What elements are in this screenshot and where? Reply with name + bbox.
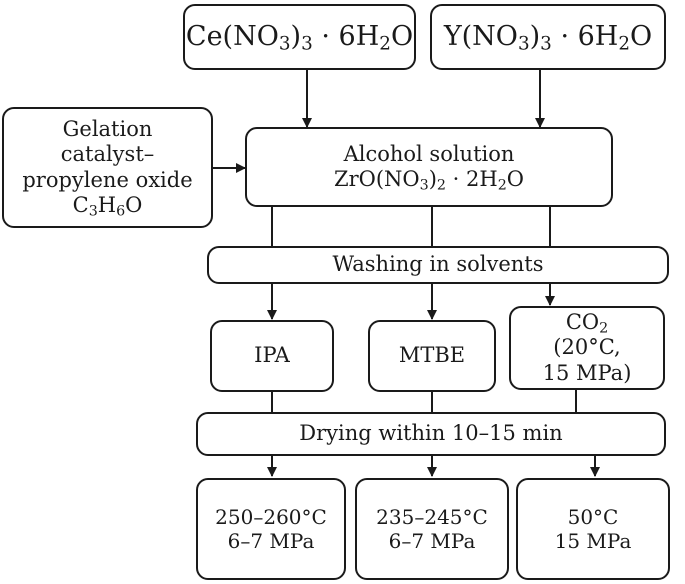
condition-2-temp: 235–245°C <box>376 505 488 529</box>
condition-1-pressure: 6–7 MPa <box>227 529 315 553</box>
yttrium-nitrate-formula: Y(NO3)3 · 6H2O <box>443 20 653 55</box>
co2-line-2: (20°C, <box>553 335 621 360</box>
catalyst-formula: C3H6O <box>72 192 143 220</box>
drying-box: Drying within 10–15 min <box>196 412 666 456</box>
co2-line-3: 15 MPa) <box>542 360 632 385</box>
catalyst-line-2: catalyst– <box>60 142 155 167</box>
washing-box: Washing in solvents <box>207 246 669 284</box>
co2-formula: CO2 <box>565 310 609 337</box>
condition-box-3: 50°C 15 MPa <box>516 478 670 580</box>
mtbe-label: MTBE <box>398 343 466 368</box>
mtbe-box: MTBE <box>368 320 496 392</box>
washing-label: Washing in solvents <box>332 252 544 277</box>
condition-2-pressure: 6–7 MPa <box>388 529 476 553</box>
alcohol-solution-label: Alcohol solution <box>343 141 515 166</box>
condition-1-temp: 250–260°C <box>215 505 327 529</box>
condition-box-2: 235–245°C 6–7 MPa <box>355 478 509 580</box>
drying-label: Drying within 10–15 min <box>299 421 563 446</box>
yttrium-nitrate-box: Y(NO3)3 · 6H2O <box>430 4 666 70</box>
condition-3-pressure: 15 MPa <box>554 529 632 553</box>
gelation-catalyst-box: Gelation catalyst– propylene oxide C3H6O <box>2 107 213 228</box>
condition-3-temp: 50°C <box>567 505 619 529</box>
ipa-label: IPA <box>254 343 290 368</box>
condition-box-1: 250–260°C 6–7 MPa <box>196 478 346 580</box>
catalyst-line-1: Gelation <box>62 117 153 142</box>
ipa-box: IPA <box>210 320 334 392</box>
zirconyl-nitrate-formula: ZrO(NO3)2 · 2H2O <box>334 167 524 194</box>
cerium-nitrate-box: Ce(NO3)3 · 6H2O <box>183 4 416 70</box>
alcohol-solution-box: Alcohol solution ZrO(NO3)2 · 2H2O <box>245 127 613 207</box>
co2-box: CO2 (20°C, 15 MPa) <box>509 306 665 390</box>
cerium-nitrate-formula: Ce(NO3)3 · 6H2O <box>185 20 414 55</box>
catalyst-line-3: propylene oxide <box>22 167 193 192</box>
